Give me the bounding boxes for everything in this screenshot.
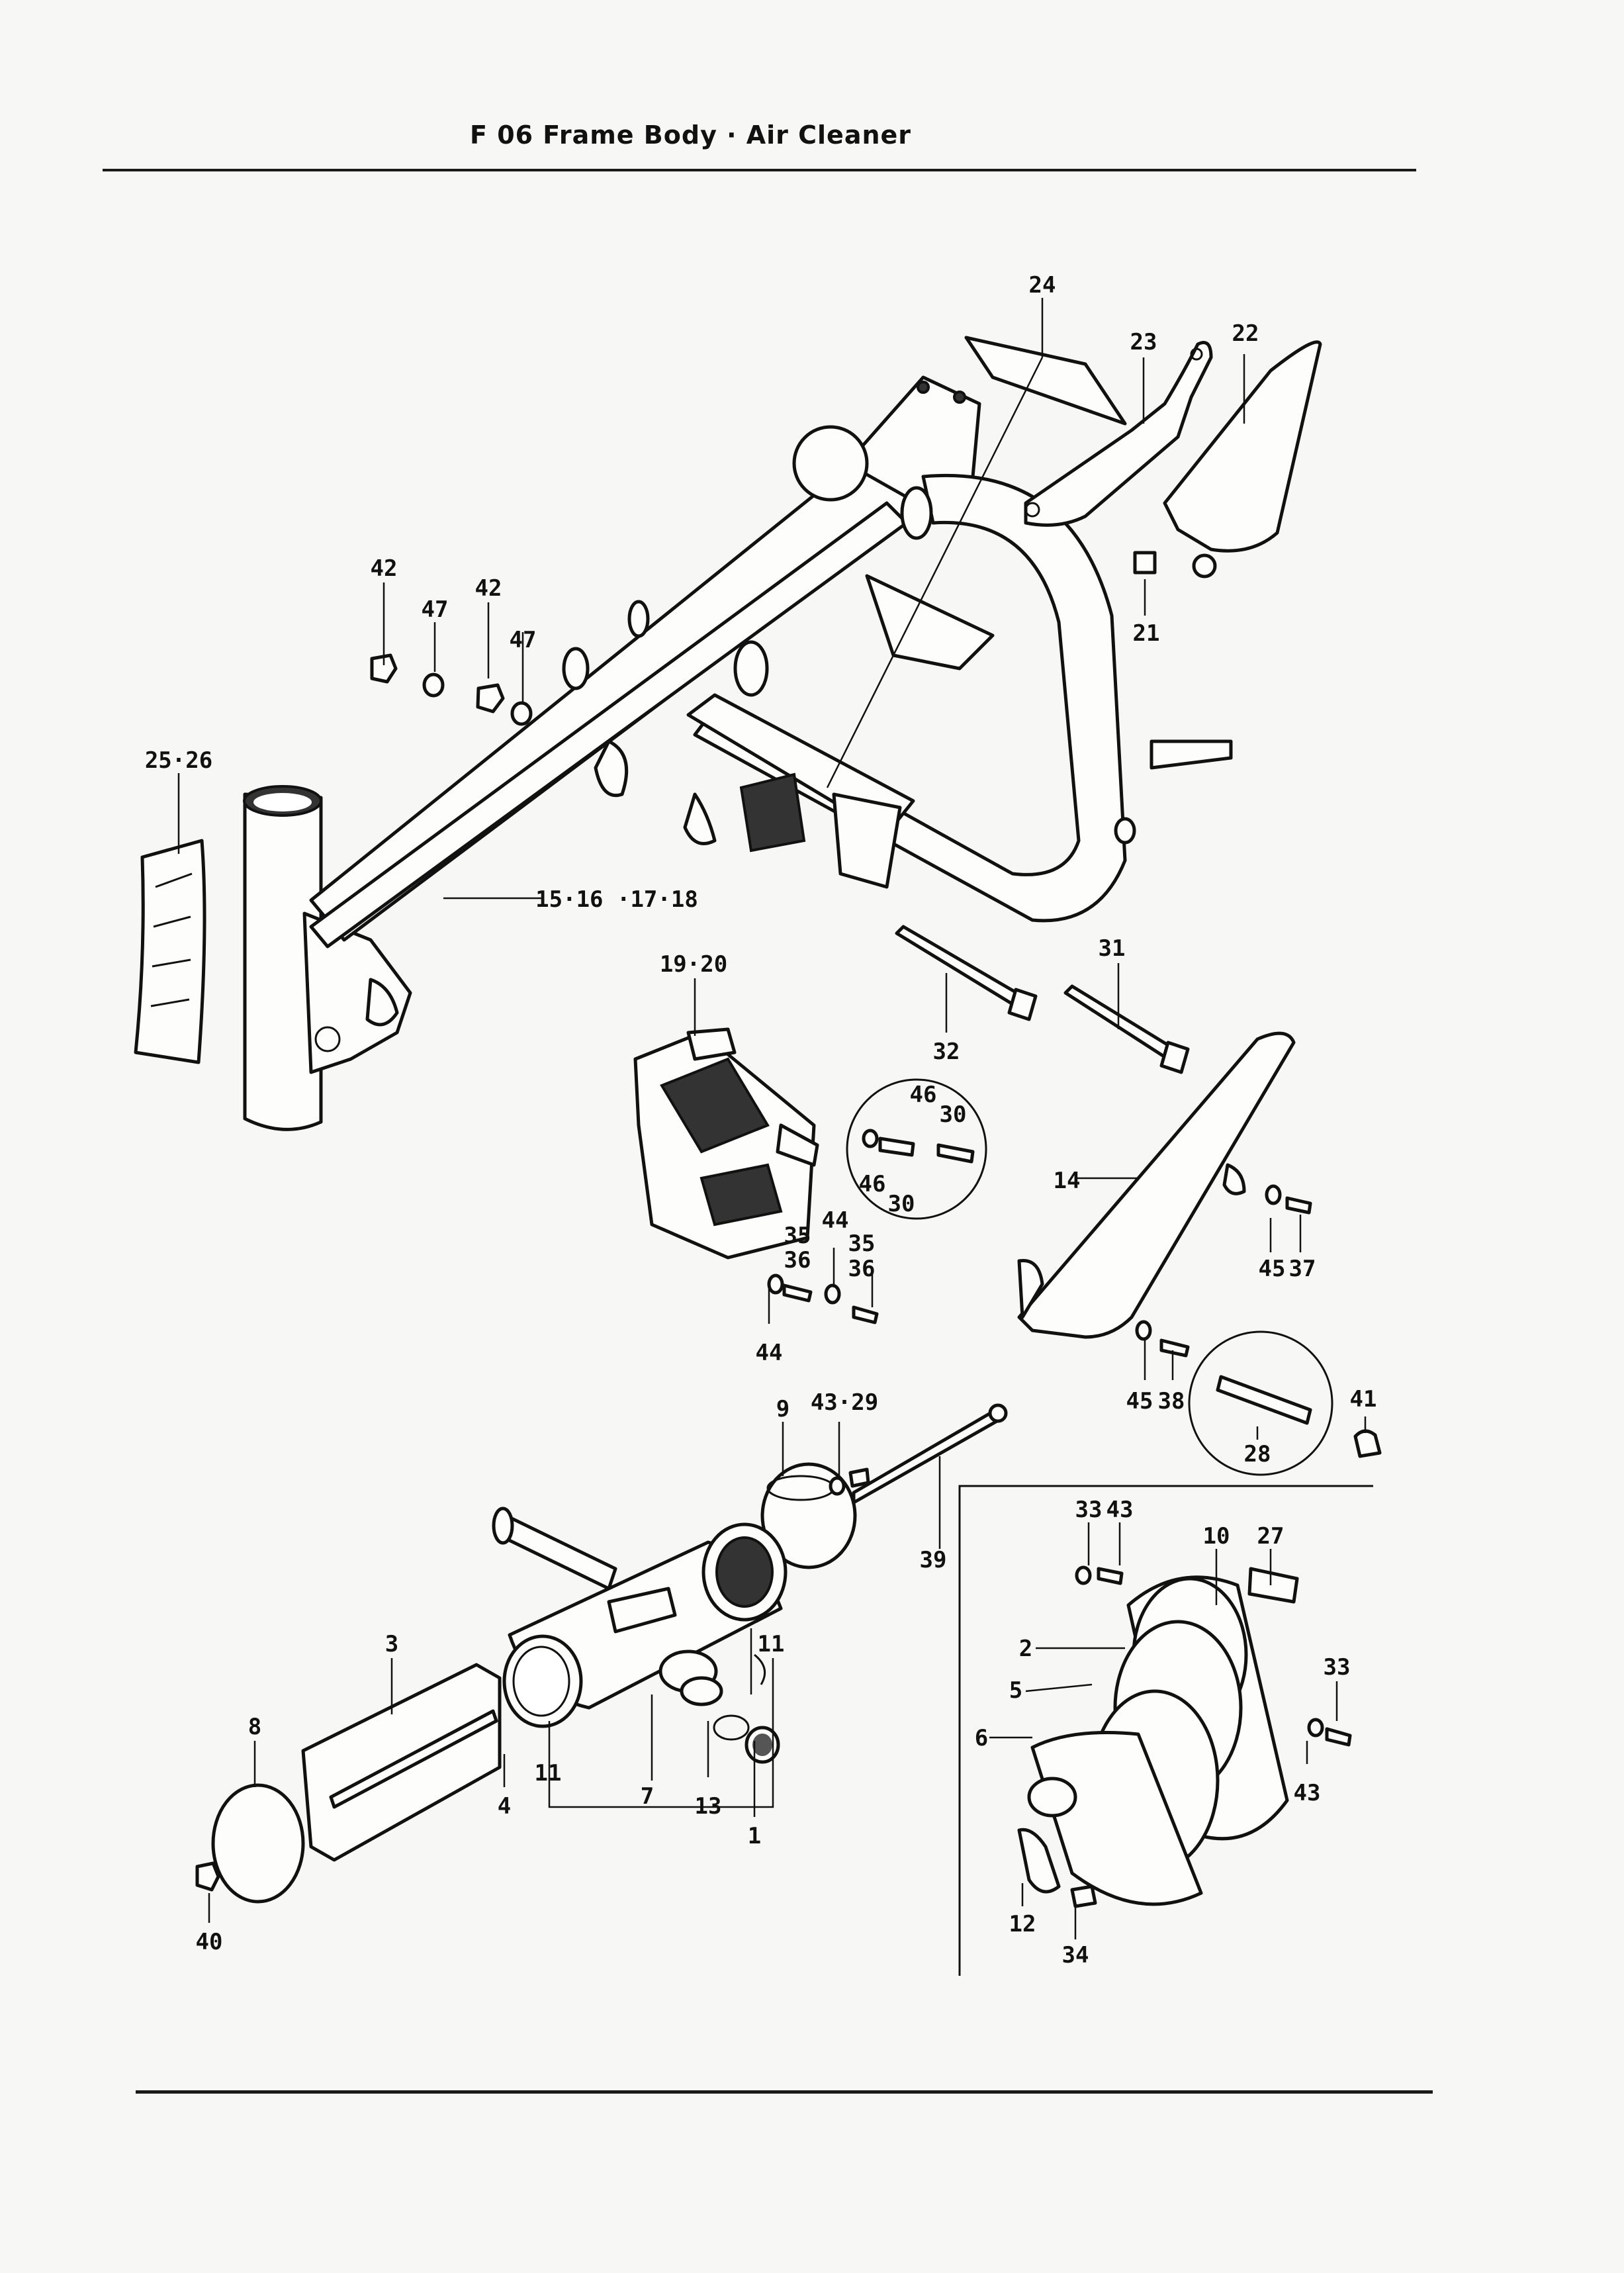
inset-circle-28 — [1188, 1330, 1333, 1476]
page-title: F 06 Frame Body · Air Cleaner — [470, 120, 912, 150]
label-45b: 45 — [1126, 1388, 1153, 1415]
label-19-20: 19·20 — [660, 951, 727, 978]
label-34: 34 — [1062, 1942, 1089, 1969]
label-41: 41 — [1350, 1386, 1377, 1413]
air-cleaner-filter-assembly — [1017, 1565, 1352, 1908]
label-28: 28 — [1244, 1441, 1271, 1467]
label-5: 5 — [1009, 1677, 1022, 1704]
label-33b: 33 — [1324, 1654, 1351, 1681]
label-43a: 43 — [1106, 1497, 1134, 1523]
inset-circle-46-30 — [846, 1078, 987, 1220]
label-4: 4 — [498, 1793, 511, 1820]
frame-body-drawing — [243, 375, 1233, 1131]
label-35a: 35 — [784, 1223, 811, 1249]
part-24-plate — [964, 336, 1127, 426]
part-40-nut — [195, 1861, 220, 1892]
label-44b: 44 — [822, 1207, 849, 1234]
header-rule — [103, 169, 1416, 171]
label-2: 2 — [1019, 1636, 1032, 1662]
part-number-labels: 24 23 22 21 42 47 42 47 25·26 15·16 ·17·… — [145, 272, 1377, 1969]
label-22: 22 — [1232, 320, 1259, 347]
label-15-18: 15·16 ·17·18 — [535, 886, 698, 913]
air-cleaner-body — [492, 1507, 788, 1764]
label-43-29: 43·29 — [811, 1389, 878, 1416]
part-22-side-cover — [1163, 340, 1322, 553]
parts-42-47-fasteners — [370, 653, 533, 726]
label-38: 38 — [1158, 1388, 1185, 1415]
label-1: 1 — [748, 1823, 761, 1849]
part-21-grommet — [1133, 551, 1157, 575]
label-24: 24 — [1029, 272, 1056, 299]
label-9: 9 — [776, 1396, 789, 1422]
label-42b: 42 — [475, 575, 502, 602]
label-12: 12 — [1009, 1911, 1036, 1937]
label-13: 13 — [695, 1793, 722, 1820]
label-40: 40 — [196, 1929, 223, 1955]
label-11b: 11 — [758, 1631, 785, 1657]
label-30a: 30 — [940, 1101, 967, 1128]
label-6: 6 — [975, 1725, 988, 1751]
label-30b: 30 — [888, 1191, 915, 1217]
label-3: 3 — [385, 1631, 398, 1657]
label-10: 10 — [1203, 1523, 1230, 1550]
part-8-disc — [211, 1783, 305, 1904]
label-42a: 42 — [371, 555, 398, 582]
part-39-rod — [852, 1408, 1001, 1505]
small-fasteners — [767, 1184, 1312, 1358]
part-3-box — [301, 1663, 502, 1862]
bolts-31-32 — [895, 925, 1190, 1074]
label-25-26: 25·26 — [145, 747, 212, 774]
label-39: 39 — [920, 1547, 947, 1573]
part-25-26-pad — [134, 839, 206, 1064]
label-32: 32 — [933, 1039, 960, 1065]
label-21: 21 — [1133, 620, 1160, 647]
label-47a: 47 — [422, 596, 449, 623]
footer-rule — [136, 2090, 1433, 2094]
part-41-cap-nut — [1353, 1429, 1382, 1458]
label-27: 27 — [1257, 1523, 1285, 1550]
label-23: 23 — [1130, 329, 1157, 355]
label-36b: 36 — [848, 1256, 876, 1282]
label-31: 31 — [1099, 935, 1126, 962]
label-33a: 33 — [1075, 1497, 1103, 1523]
label-43b: 43 — [1294, 1780, 1321, 1806]
part-19-20-holder — [633, 1027, 819, 1260]
label-7: 7 — [641, 1783, 654, 1810]
part-23-bracket — [1024, 341, 1213, 527]
label-8: 8 — [248, 1714, 261, 1740]
part-14-chain-guard — [1017, 1031, 1296, 1339]
label-11a: 11 — [535, 1760, 562, 1786]
label-44a: 44 — [756, 1340, 783, 1366]
label-45a: 45 — [1259, 1256, 1286, 1282]
label-14: 14 — [1054, 1168, 1081, 1194]
label-46a: 46 — [910, 1082, 937, 1108]
label-47b: 47 — [510, 627, 537, 653]
label-36a: 36 — [784, 1247, 811, 1274]
leader-lines — [177, 298, 1367, 1939]
label-37: 37 — [1289, 1256, 1316, 1282]
label-35b: 35 — [848, 1230, 876, 1257]
label-46b: 46 — [859, 1171, 886, 1197]
inset-border — [958, 1485, 1373, 1976]
